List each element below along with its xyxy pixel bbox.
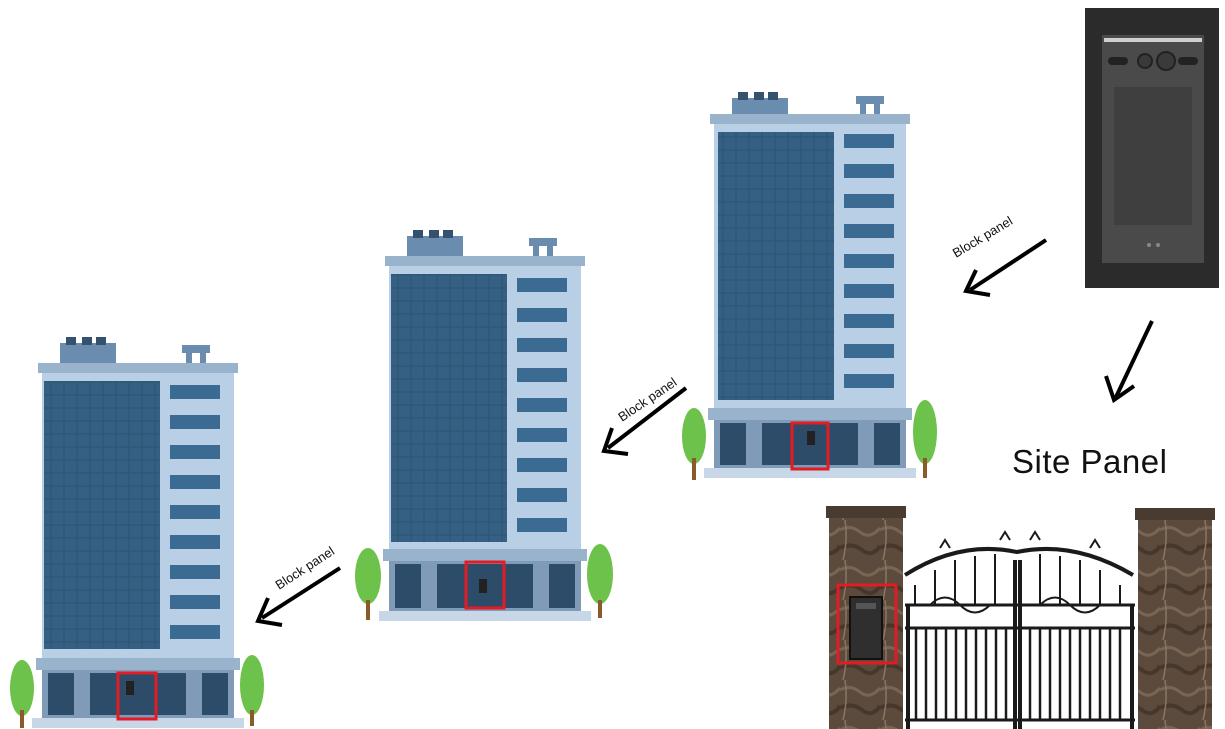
building-right xyxy=(704,92,916,478)
block-panel-label-1: Block panel xyxy=(950,213,1015,261)
building-icon xyxy=(704,92,916,478)
tree-icon xyxy=(10,660,34,728)
pillar-icon xyxy=(1138,510,1212,729)
tree-icon xyxy=(240,655,264,726)
tree-icon xyxy=(682,408,706,480)
building-middle xyxy=(379,230,591,621)
door-panel-icon xyxy=(807,431,815,445)
arrow-icon xyxy=(970,240,1046,290)
door-panel-icon xyxy=(479,579,487,593)
arrow-icon xyxy=(1116,321,1152,397)
tree-icon xyxy=(913,400,937,478)
gate-assembly xyxy=(826,506,1215,729)
gate-icon xyxy=(905,532,1135,729)
tree-icon xyxy=(587,544,613,618)
door-panel-icon xyxy=(126,681,134,695)
building-icon xyxy=(32,337,244,728)
building-left xyxy=(32,337,244,728)
site-panel-label: Site Panel xyxy=(1012,443,1167,481)
site-panel-device xyxy=(1085,8,1219,288)
tree-icon xyxy=(355,548,381,620)
block-panel-label-3: Block panel xyxy=(272,543,337,592)
